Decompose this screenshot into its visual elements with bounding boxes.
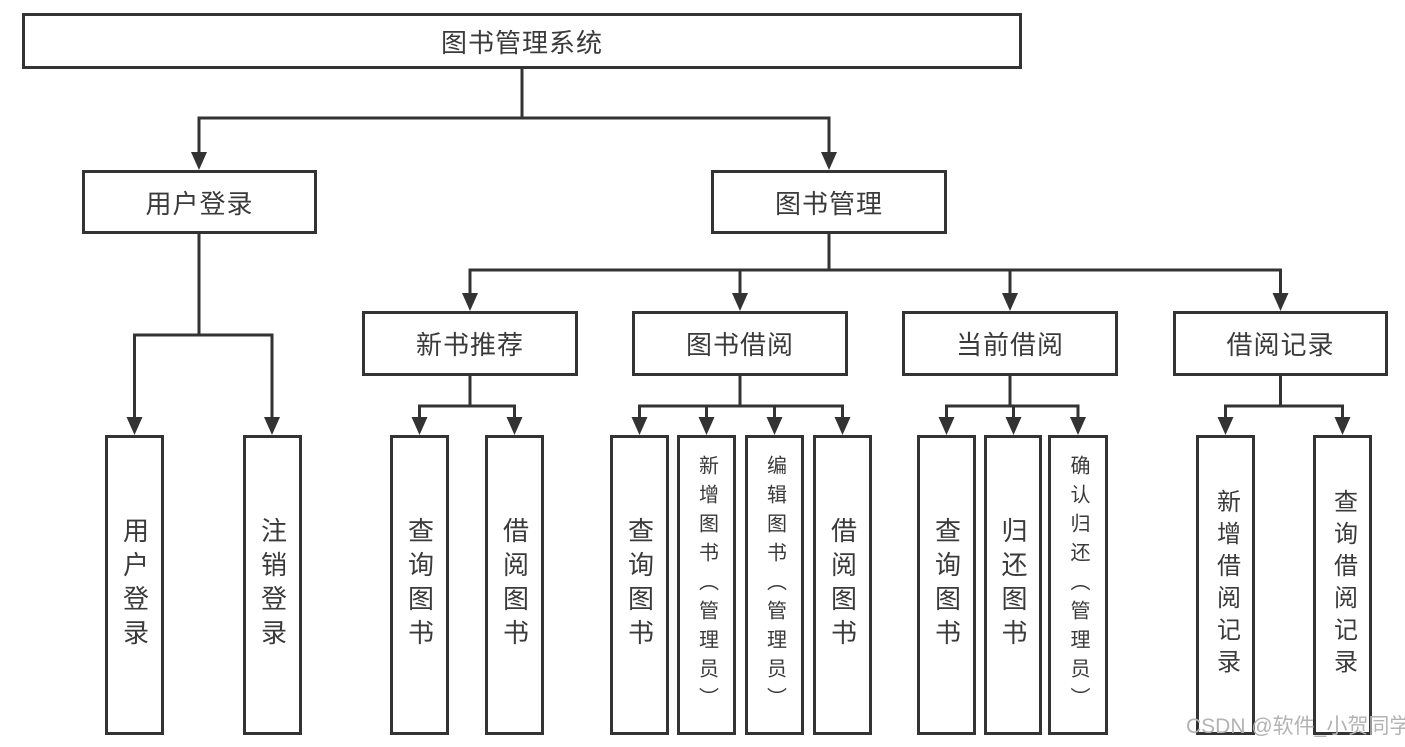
node-borrow-records: 借阅记录 <box>1173 311 1388 376</box>
leaf-borrow-books: 借阅图书 <box>813 435 872 735</box>
leaf-confirm-return-admin: 确认归还（管理员） <box>1048 435 1108 735</box>
node-new-book-recommend: 新书推荐 <box>362 311 578 376</box>
node-book-management: 图书管理 <box>711 170 947 234</box>
node-root-system: 图书管理系统 <box>22 13 1022 69</box>
node-current-borrow-label: 当前借阅 <box>955 330 1064 360</box>
leaf-borrow-query-books: 查询图书 <box>610 435 669 735</box>
leaf-recommend-query-books-label: 查询图书 <box>404 517 435 653</box>
leaf-user-login: 用户登录 <box>105 435 164 735</box>
leaf-query-borrow-record-label: 查询借阅记录 <box>1329 489 1357 681</box>
leaf-add-borrow-record: 新增借阅记录 <box>1196 435 1255 735</box>
node-book-management-label: 图书管理 <box>774 188 883 219</box>
leaf-user-login-label: 用户登录 <box>119 517 150 653</box>
node-book-borrow-label: 图书借阅 <box>685 330 794 360</box>
leaf-recommend-borrow-books: 借阅图书 <box>485 435 544 735</box>
node-current-borrow: 当前借阅 <box>902 311 1118 376</box>
leaf-add-book-admin-label: 新增图书（管理员） <box>695 454 718 716</box>
leaf-add-book-admin: 新增图书（管理员） <box>677 435 736 735</box>
node-book-borrow: 图书借阅 <box>632 311 848 376</box>
node-user-login-label: 用户登录 <box>145 188 254 219</box>
leaf-current-query-books: 查询图书 <box>917 435 976 735</box>
leaf-return-books: 归还图书 <box>984 435 1042 735</box>
node-user-login: 用户登录 <box>82 170 317 234</box>
leaf-query-borrow-record: 查询借阅记录 <box>1313 435 1372 735</box>
watermark: CSDN @软件_小贺同学 <box>1186 715 1405 738</box>
leaf-recommend-borrow-books-label: 借阅图书 <box>499 517 530 653</box>
node-new-book-recommend-label: 新书推荐 <box>415 330 524 360</box>
node-borrow-records-label: 借阅记录 <box>1226 330 1335 360</box>
leaf-borrow-books-label: 借阅图书 <box>827 517 858 653</box>
leaf-logout: 注销登录 <box>243 435 302 735</box>
leaf-borrow-query-books-label: 查询图书 <box>624 517 655 653</box>
leaf-return-books-label: 归还图书 <box>998 517 1028 653</box>
leaf-current-query-books-label: 查询图书 <box>931 517 962 653</box>
leaf-edit-book-admin: 编辑图书（管理员） <box>745 435 804 735</box>
leaf-confirm-return-admin-label: 确认归还（管理员） <box>1067 454 1089 716</box>
leaf-logout-label: 注销登录 <box>257 517 288 653</box>
leaf-edit-book-admin-label: 编辑图书（管理员） <box>763 454 786 716</box>
leaf-add-borrow-record-label: 新增借阅记录 <box>1212 489 1240 681</box>
node-root-label: 图书管理系统 <box>440 27 603 58</box>
leaf-recommend-query-books: 查询图书 <box>390 435 449 735</box>
